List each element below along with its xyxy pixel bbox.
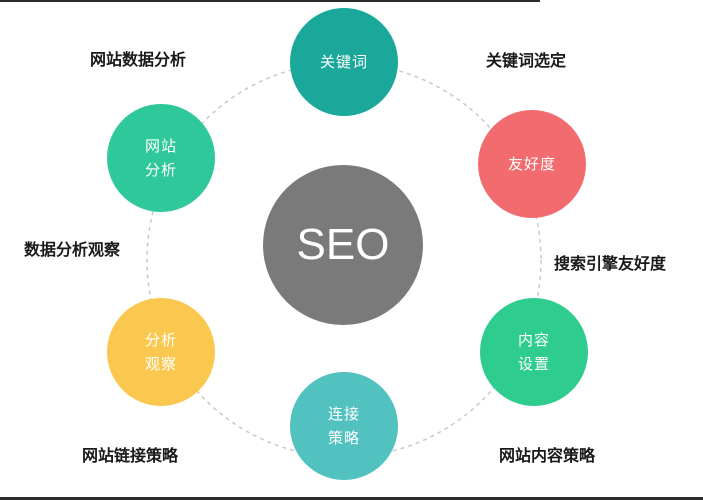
node-site-analysis-label: 网站 分析	[144, 137, 177, 179]
caption-content-strategy: 网站内容策略	[499, 446, 596, 465]
center-circle-seo: SEO	[263, 165, 423, 325]
node-analysis-observation: 分析 观察	[107, 298, 215, 406]
center-label: SEO	[296, 220, 390, 269]
node-friendliness-label: 友好度	[507, 155, 556, 173]
node-keywords: 关键词	[290, 8, 398, 116]
node-content-settings-label: 内容 设置	[517, 331, 550, 373]
top-border	[0, 0, 540, 2]
node-link-strategy-label: 连接 策略	[327, 405, 360, 447]
node-analysis-observation-label: 分析 观察	[144, 331, 177, 373]
bottom-border	[0, 497, 703, 500]
caption-link-strategy: 网站链接策略	[82, 446, 179, 465]
caption-search-friendliness: 搜索引擎友好度	[554, 254, 667, 273]
node-friendliness: 友好度	[478, 110, 586, 218]
caption-data-analysis: 网站数据分析	[90, 50, 187, 69]
caption-data-observation: 数据分析观察	[24, 240, 121, 259]
node-content-settings: 内容 设置	[480, 298, 588, 406]
caption-keyword-selection: 关键词选定	[486, 51, 567, 70]
node-keywords-label: 关键词	[319, 53, 368, 71]
node-link-strategy: 连接 策略	[290, 372, 398, 480]
node-site-analysis: 网站 分析	[107, 104, 215, 212]
